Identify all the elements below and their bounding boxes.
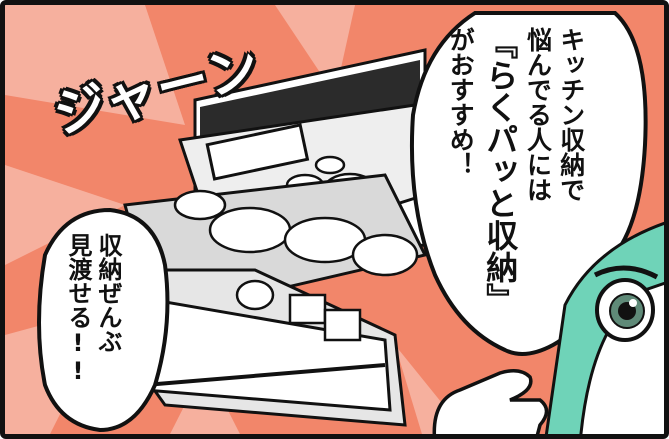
speech-main-line-3: 『らくパッと収納』	[481, 27, 520, 315]
speech-main-text: キッチン収納で 悩んでる人には 『らくパッと収納』 がおすすめ！	[445, 27, 587, 337]
speech-left-line-2: 見渡せる!!	[64, 233, 92, 385]
pointing-hand-icon	[432, 369, 549, 434]
speech-main-line-4: がおすすめ！	[446, 27, 476, 177]
speech-left-text: 収納ぜんぶ 見渡せる!!	[63, 233, 123, 423]
speech-main-line-2: 悩んでる人には	[523, 27, 553, 202]
speech-main-line-1: キッチン収納で	[556, 27, 586, 202]
speech-left-line-1: 収納ぜんぶ	[94, 233, 122, 353]
speech-balloon-left	[37, 207, 170, 433]
speech-balloon-main	[409, 11, 648, 356]
comic-scene	[5, 5, 664, 434]
character-face-icon	[544, 221, 664, 434]
